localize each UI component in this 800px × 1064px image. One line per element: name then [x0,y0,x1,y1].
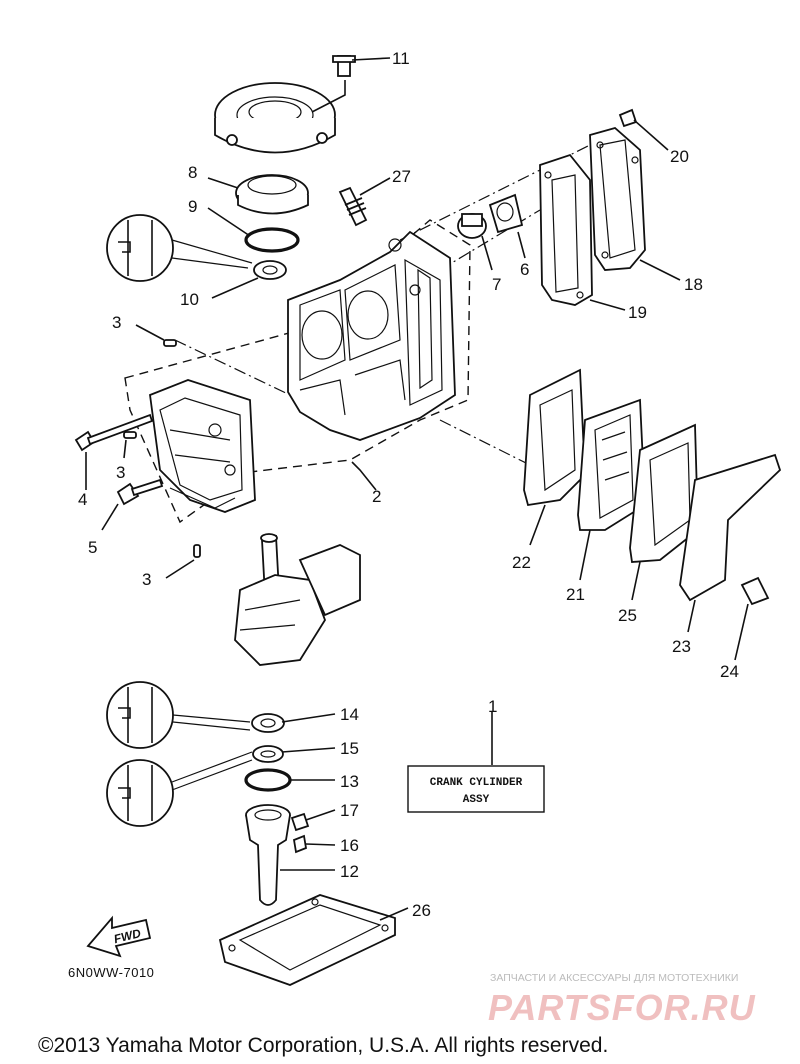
dowel-3a [163,339,177,347]
part-number-16: 16 [340,836,359,855]
thermostat-7 [457,213,493,271]
part-number-27: 27 [392,167,411,186]
part-number-labels: 1 2 3 3 3 4 5 6 7 8 9 10 11 12 13 14 15 … [78,49,739,920]
part-number-6: 6 [520,260,529,279]
part-number-19: 19 [628,303,647,322]
part-number-18: 18 [684,275,703,294]
part-number-3c: 3 [142,570,151,589]
part-number-15: 15 [340,739,359,758]
bearing-housing-top [214,82,336,154]
assy-label-line1: CRANK CYLINDER [430,777,523,789]
bolt-24 [734,576,770,661]
exhaust-cover-18 [589,127,681,281]
bolt-20 [618,108,669,151]
dowel-3c [193,544,201,558]
copyright-notice: ©2013 Yamaha Motor Corporation, U.S.A. A… [38,1034,608,1057]
part-number-12: 12 [340,862,359,881]
detail-circle-top [106,214,253,282]
part-number-10: 10 [180,290,199,309]
part-number-21: 21 [566,585,585,604]
reed-valve-21 [577,398,646,581]
crankshaft [234,533,361,666]
spark-plug-27 [338,177,391,227]
detail-circle-bottom [106,751,253,827]
part-number-4: 4 [78,490,87,509]
part-number-1: 1 [488,697,497,716]
fwd-arrow-icon: FWD [86,915,152,958]
part-number-23: 23 [672,637,691,656]
oil-seal-14 [251,713,336,733]
part-number-5: 5 [88,538,97,557]
part-number-17: 17 [340,801,359,820]
part-number-14: 14 [340,705,359,724]
watermark: ЗАПЧАСТИ И АКСЕССУАРЫ ДЛЯ МОТОТЕХНИКИ PA… [488,972,756,1028]
bearing-15 [252,745,336,763]
seal-housing-8 [207,174,309,215]
crankcase [149,379,256,513]
gasket-26 [218,894,409,986]
part-number-9: 9 [188,197,197,216]
o-ring-9 [244,227,300,253]
gasket-25 [629,423,699,601]
o-ring-13 [244,768,292,792]
bolt-16 [292,834,336,854]
bolt-11 [311,55,391,113]
nut-17 [290,809,336,832]
thermostat-cover-6 [488,193,526,259]
part-number-24: 24 [720,662,739,681]
part-number-13: 13 [340,772,359,791]
cylinder-block [287,230,456,441]
bolt-5 [101,478,164,531]
oil-seal-10 [211,260,287,299]
part-number-11: 11 [392,49,410,68]
part-number-8: 8 [188,163,197,182]
detail-circle-middle [106,681,251,749]
alignment-lines [174,139,601,471]
assy-label-line2: ASSY [463,794,490,806]
part-number-25: 25 [618,606,637,625]
cover-plate-23 [679,453,782,633]
part-number-26: 26 [412,901,431,920]
part-number-7: 7 [492,275,501,294]
dowel-3b [123,431,137,439]
assy-label-box: CRANK CYLINDER ASSY [407,765,545,813]
gasket-22 [523,368,586,546]
part-number-3a: 3 [112,313,121,332]
lower-housing-12 [245,804,335,906]
watermark-brand: PARTSFOR.RU [488,987,756,1028]
gasket-19 [539,153,626,311]
bolt-4 [74,413,154,490]
part-number-22: 22 [512,553,531,572]
drawing-code: 6N0WW-7010 [68,965,154,980]
watermark-tagline: ЗАПЧАСТИ И АКСЕССУАРЫ ДЛЯ МОТОТЕХНИКИ [490,972,738,984]
part-number-20: 20 [670,147,689,166]
part-number-3b: 3 [116,463,125,482]
part-number-2: 2 [372,487,381,506]
fwd-label: FWD [112,926,142,946]
